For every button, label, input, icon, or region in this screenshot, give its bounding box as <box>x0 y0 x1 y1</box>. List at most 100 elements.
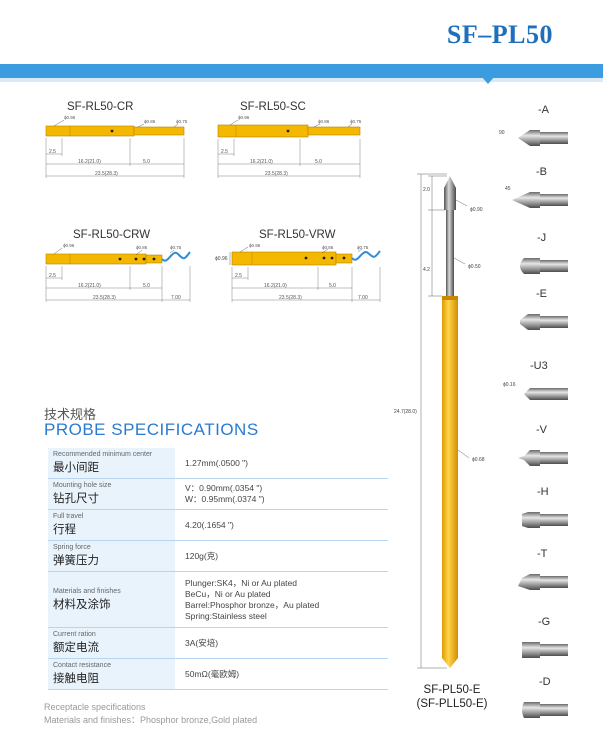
vrw-d4: 23.5(28.3) <box>279 295 302 301</box>
crw-dia3: ϕ0.75 <box>170 245 182 250</box>
header-band <box>0 64 603 78</box>
spec-key-cn: 行程 <box>53 524 76 536</box>
tip-note: ϕ0.16 <box>503 382 516 388</box>
tip-icon-a <box>518 130 568 146</box>
cr-d4: 23.5(28.3) <box>95 171 118 177</box>
tip-icon-e <box>520 314 568 330</box>
probe-dim-total: 24.7(28.0) <box>394 409 417 415</box>
tip-label: -U3 <box>530 360 548 372</box>
sc-dia1: ϕ0.96 <box>238 115 250 120</box>
tip-label: -G <box>538 616 551 628</box>
tip-icon-g <box>522 642 568 658</box>
spec-key-cn: 钻孔尺寸 <box>53 493 99 505</box>
spec-key-en: Materials and finishes <box>53 587 121 595</box>
sc-d2: 16.2(21.0) <box>250 159 273 165</box>
cr-dia1: ϕ0.96 <box>64 115 76 120</box>
spec-key-en: Current ration <box>53 631 96 638</box>
receptacle-label-vrw: SF-RL50-VRW <box>259 229 336 241</box>
spec-key-cn: 最小间距 <box>53 462 99 474</box>
vrw-dia2: ϕ0.86 <box>322 245 334 250</box>
spec-value: BeCu，Ni or Au plated <box>185 588 271 599</box>
footer-receptacle-specs: Receptacle specifications <box>44 702 146 712</box>
spec-value: 3A(安培) <box>185 637 219 648</box>
spec-key-cn: 额定电流 <box>53 642 99 654</box>
spec-key-en: Contact resistance <box>53 662 111 669</box>
spec-value: V：0.90mm(.0354 ") <box>185 483 263 493</box>
tip-label: -D <box>539 676 551 688</box>
spec-title-cn: 技术规格 <box>44 407 97 422</box>
vrw-d2: 16.2(21.0) <box>264 283 287 289</box>
receptacle-drawing-cr <box>45 119 185 178</box>
crw-dia1: ϕ0.96 <box>63 243 75 248</box>
tip-note: 90 <box>499 130 505 136</box>
tip-icon-b <box>512 192 568 208</box>
probe-part-number: SF-PL50-E <box>423 684 481 696</box>
cr-dia2: ϕ0.86 <box>144 119 156 124</box>
sc-d1: 2.5 <box>221 149 228 155</box>
sc-dia3: ϕ0.75 <box>350 119 362 124</box>
tip-label: -B <box>536 166 547 178</box>
vrw-dia0: ϕ0.96 <box>215 256 228 262</box>
spec-row: Full travel 行程 4.20(.1654 ") <box>48 509 388 541</box>
probe-part-number-alt: (SF-PLL50-E) <box>416 698 488 710</box>
crw-d5: 7.00 <box>171 295 181 301</box>
crw-d2: 16.2(21.0) <box>78 283 101 289</box>
spec-key-cn: 材料及涂饰 <box>53 598 111 611</box>
tip-note: 45 <box>505 186 511 192</box>
spec-row: Recommended minimum center 最小间距 1.27mm(.0… <box>48 448 388 479</box>
product-title: SF–PL50 <box>446 20 553 49</box>
tip-label: -E <box>536 288 547 300</box>
probe-dim-plunger: ϕ0.50 <box>468 264 481 270</box>
header-notch <box>481 76 495 84</box>
spec-value: 1.27mm(.0500 ") <box>185 457 249 468</box>
tip-label: -V <box>536 424 547 436</box>
probe-dim-tip: ϕ0.90 <box>470 207 483 213</box>
vrw-d5: 7.00 <box>358 295 368 301</box>
vrw-d1: 2.5 <box>235 273 242 279</box>
crw-d4: 23.5(28.3) <box>93 295 116 301</box>
receptacle-drawing-sc <box>217 119 361 178</box>
probe-drawing <box>417 173 470 669</box>
spec-value: Barrel:Phosphor bronze，Au plated <box>185 599 320 610</box>
tip-icon-h <box>522 512 568 528</box>
spec-row: Spring force 弹簧压力 120g(克) <box>48 540 388 572</box>
spec-key-cn: 弹簧压力 <box>53 555 99 567</box>
spec-key-en: Spring force <box>53 544 91 551</box>
spec-value: 50mΩ(毫欧姆) <box>185 668 240 679</box>
spec-row: Current ration 额定电流 3A(安培) <box>48 627 388 659</box>
spec-value: W：0.95mm(.0374 ") <box>185 494 265 504</box>
spec-value: 4.20(.1654 ") <box>185 519 234 530</box>
probe-dim-top: 2.0 <box>423 187 430 193</box>
tip-label: -T <box>537 548 548 560</box>
vrw-dia1: ϕ0.96 <box>249 243 261 248</box>
spec-value: 120g(克) <box>185 550 219 561</box>
cr-d3: 5.0 <box>143 159 150 165</box>
receptacle-drawing-vrw <box>229 246 381 302</box>
spec-key-en: Recommended minimum center <box>53 451 153 458</box>
vrw-d3: 5.0 <box>329 283 336 289</box>
probe-dim-barrel: ϕ0.68 <box>472 457 485 463</box>
spec-table: Recommended minimum center 最小间距 1.27mm(.0… <box>48 448 388 690</box>
spec-title-en: PROBE SPECIFICATIONS <box>44 420 259 439</box>
receptacle-label-crw: SF-RL50-CRW <box>73 229 151 241</box>
sc-d3: 5.0 <box>315 159 322 165</box>
spec-key-en: Mounting hole size <box>53 482 112 489</box>
spec-key-en: Full travel <box>53 513 84 520</box>
receptacle-label-sc: SF-RL50-SC <box>240 101 306 113</box>
tip-icon-d <box>522 702 568 718</box>
spec-key-cn: 接触电阻 <box>53 673 99 685</box>
spec-value: Spring:Stainless steel <box>185 610 267 621</box>
sc-dia2: ϕ0.86 <box>318 119 330 124</box>
probe-dim-stroke: 4.2 <box>423 267 430 273</box>
tip-icon-t <box>518 574 568 590</box>
crw-d1: 2.5 <box>49 273 56 279</box>
cr-dia3: ϕ0.75 <box>176 119 188 124</box>
spec-row: Mounting hole size 钻孔尺寸 V：0.90mm(.0354 ")… <box>48 478 388 510</box>
tip-icon-j <box>520 258 568 274</box>
receptacle-label-cr: SF-RL50-CR <box>67 101 134 113</box>
cr-d2: 16.2(21.0) <box>78 159 101 165</box>
receptacle-drawing-crw <box>45 247 191 302</box>
cr-d1: 2.5 <box>49 149 56 155</box>
footer-materials: Materials and finishes：Phosphor bronze,G… <box>44 715 258 725</box>
tip-label: -J <box>537 232 547 244</box>
